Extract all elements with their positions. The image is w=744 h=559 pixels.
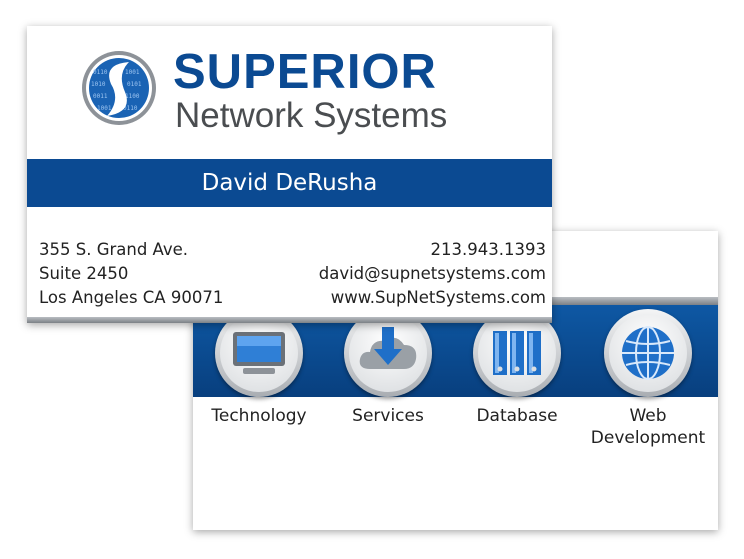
svg-text:0101: 0101 (127, 81, 142, 88)
address-line: 355 S. Grand Ave. (39, 240, 189, 259)
svg-text:1001: 1001 (125, 69, 140, 76)
front-bottom-stripe (27, 317, 552, 323)
person-name: David DeRusha (201, 170, 378, 196)
address-line: Los Angeles CA 90071 (39, 288, 224, 307)
brand-name: SUPERIOR (173, 45, 437, 99)
phone-number: 213.943.1393 (430, 240, 546, 259)
website-url: www.SupNetSystems.com (330, 288, 546, 307)
name-band: David DeRusha (27, 159, 552, 207)
svg-text:1100: 1100 (125, 93, 140, 100)
service-services: Services (328, 309, 448, 427)
server-rack-icon (493, 331, 541, 375)
icon-ring (473, 309, 561, 397)
cloud-download-icon (359, 327, 417, 369)
service-web-development: Web Development (588, 309, 708, 449)
icon-ring (604, 309, 692, 397)
svg-text:1001: 1001 (97, 105, 112, 112)
service-label: Technology (211, 406, 307, 426)
globe-icon (622, 326, 674, 380)
service-label: Web Development (590, 406, 706, 448)
address-line: Suite 2450 (39, 264, 129, 283)
service-label: Services (352, 406, 424, 426)
svg-text:1010: 1010 (91, 81, 106, 88)
service-label: Database (476, 406, 558, 426)
svg-text:0011: 0011 (93, 93, 108, 100)
icon-ring (215, 309, 303, 397)
email-address: david@supnetsystems.com (318, 264, 546, 283)
monitor-icon (233, 332, 285, 374)
service-technology: Technology (199, 309, 319, 427)
business-card-front: 0110 1001 1010 0101 0011 1100 1001 0110 SUPE… (27, 26, 552, 323)
icon-ring (344, 309, 432, 397)
svg-text:0110: 0110 (93, 69, 108, 76)
service-database: Database (457, 309, 577, 427)
address-block: 355 S. Grand Ave. Suite 2450 Los Angeles… (39, 238, 223, 310)
company-logo-icon: 0110 1001 1010 0101 0011 1100 1001 0110 (82, 51, 156, 125)
brand-subtitle: Network Systems (175, 96, 448, 135)
svg-text:0110: 0110 (123, 105, 138, 112)
contact-block: 213.943.1393 david@supnetsystems.com www… (319, 238, 546, 310)
